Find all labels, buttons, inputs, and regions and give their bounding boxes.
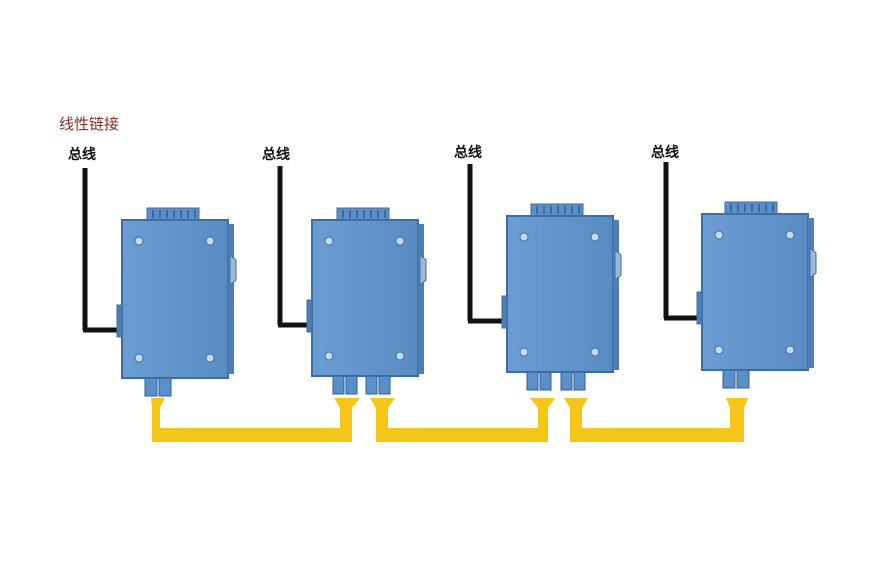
fiber-ports-1 (144, 377, 172, 397)
bus-label-4: 总线 (651, 145, 679, 161)
bus-label-3: 总线 (454, 145, 482, 161)
terminal-block-2 (336, 207, 390, 221)
fiber-link-1 (151, 398, 360, 442)
fiber-ports-4 (722, 369, 750, 389)
device-4 (663, 162, 817, 389)
fiber-link-2 (370, 398, 555, 442)
fiber-link-3 (564, 398, 748, 442)
device-3 (467, 164, 622, 391)
terminal-block-3 (530, 203, 584, 217)
device-body-2 (311, 219, 419, 377)
device-body-3 (506, 215, 614, 373)
device-1 (82, 168, 237, 397)
terminal-block-4 (724, 201, 778, 215)
bus-label-1: 总线 (68, 147, 96, 163)
fiber-links (151, 398, 748, 442)
bus-label-2: 总线 (262, 147, 290, 163)
device-body-4 (701, 213, 809, 371)
terminal-block-1 (146, 207, 200, 221)
diagram-title: 线性链接 (59, 115, 120, 133)
fiber-ports-2 (332, 375, 391, 395)
device-2 (277, 166, 427, 395)
fiber-ports-3 (526, 371, 586, 391)
